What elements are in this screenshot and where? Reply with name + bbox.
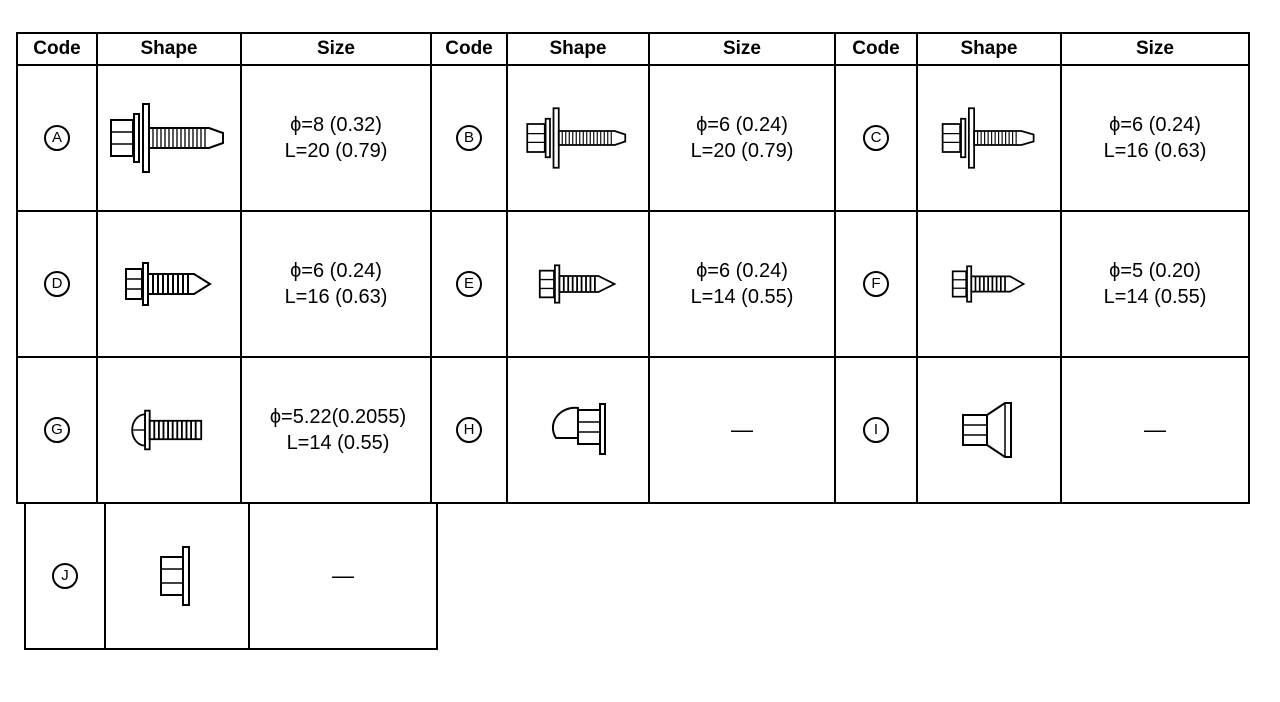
shape-cell [916,64,1062,212]
size-diameter: ϕ=6 (0.24) [290,260,382,282]
code-badge: A [44,125,70,151]
code-badge: D [44,271,70,297]
tapping-screw-flange-icon [125,262,212,306]
tapping-screw-flange-icon [538,264,617,304]
fastener-table: Code Shape Size Code Shape Size Code Sha… [16,32,1250,504]
shape-cell [96,210,242,358]
code-cell: D [16,210,98,358]
code-cell: C [834,64,918,212]
size-length: L=14 (0.55) [690,286,794,308]
code-cell: G [16,356,98,504]
size-diameter: ϕ=6 (0.24) [1109,114,1201,136]
size-diameter: ϕ=8 (0.32) [290,114,382,136]
cap-nut-icon [551,403,606,455]
shape-cell [916,356,1062,504]
code-badge: F [863,271,889,297]
size-none: — [731,417,753,442]
size-length: L=20 (0.79) [690,140,794,162]
flange-bolt-washer-short-icon [941,107,1035,169]
size-diameter: ϕ=6 (0.24) [696,114,788,136]
size-cell: — [1060,356,1250,504]
code-cell: F [834,210,918,358]
size-diameter: ϕ=5.22(0.2055) [269,406,407,428]
size-cell: — [248,502,438,650]
table-header-row: Code Shape Size Code Shape Size Code Sha… [16,32,1250,66]
tapping-screw-flange-small-icon [951,265,1026,303]
size-cell: ϕ=5.22(0.2055) L=14 (0.55) [240,356,432,504]
size-diameter: ϕ=6 (0.24) [696,260,788,282]
header-size: Size [648,32,836,66]
flange-nut-tapered-icon [962,402,1012,458]
shape-cell [104,502,250,650]
size-cell: ϕ=8 (0.32) L=20 (0.79) [240,64,432,212]
size-length: L=16 (0.63) [284,286,388,308]
table-row: A ϕ=8 (0.32) L=20 (0.79) B [16,64,1250,212]
header-shape: Shape [506,32,650,66]
size-cell: ϕ=6 (0.24) L=14 (0.55) [648,210,836,358]
code-cell: H [430,356,508,504]
header-code: Code [834,32,918,66]
fastener-table-extra: J — [24,502,438,650]
size-none: — [332,563,354,588]
shape-cell [506,356,650,504]
code-cell: E [430,210,508,358]
size-cell: ϕ=6 (0.24) L=20 (0.79) [648,64,836,212]
shape-cell [96,356,242,504]
code-badge: J [52,563,78,589]
code-badge: I [863,417,889,443]
header-size: Size [1060,32,1250,66]
code-badge: B [456,125,482,151]
code-badge: H [456,417,482,443]
header-size: Size [240,32,432,66]
code-badge: E [456,271,482,297]
size-length: L=16 (0.63) [1103,140,1207,162]
size-length: L=20 (0.79) [284,140,388,162]
round-head-tapping-screw-icon [131,409,203,451]
flange-nut-icon [160,546,190,606]
size-diameter: ϕ=5 (0.20) [1109,260,1201,282]
size-cell: — [648,356,836,504]
size-cell: ϕ=6 (0.24) L=16 (0.63) [240,210,432,358]
flange-bolt-washer-long-icon [110,103,224,173]
code-badge: C [863,125,889,151]
code-cell: B [430,64,508,212]
header-code: Code [16,32,98,66]
code-cell: A [16,64,98,212]
table-row: G ϕ=5.22(0.2055) L=14 (0.55) H [16,356,1250,504]
code-cell: J [24,502,106,650]
header-code: Code [430,32,508,66]
table-row: J — [24,502,438,650]
size-cell: ϕ=6 (0.24) L=16 (0.63) [1060,64,1250,212]
code-cell: I [834,356,918,504]
size-length: L=14 (0.55) [1103,286,1207,308]
header-shape: Shape [96,32,242,66]
size-cell: ϕ=5 (0.20) L=14 (0.55) [1060,210,1250,358]
header-shape: Shape [916,32,1062,66]
code-badge: G [44,417,70,443]
flange-bolt-washer-long-icon [526,107,627,169]
shape-cell [96,64,242,212]
shape-cell [916,210,1062,358]
size-length: L=14 (0.55) [286,432,390,454]
table-row: D ϕ=6 (0.24) L=16 (0.63) E [16,210,1250,358]
shape-cell [506,210,650,358]
size-none: — [1144,417,1166,442]
shape-cell [506,64,650,212]
